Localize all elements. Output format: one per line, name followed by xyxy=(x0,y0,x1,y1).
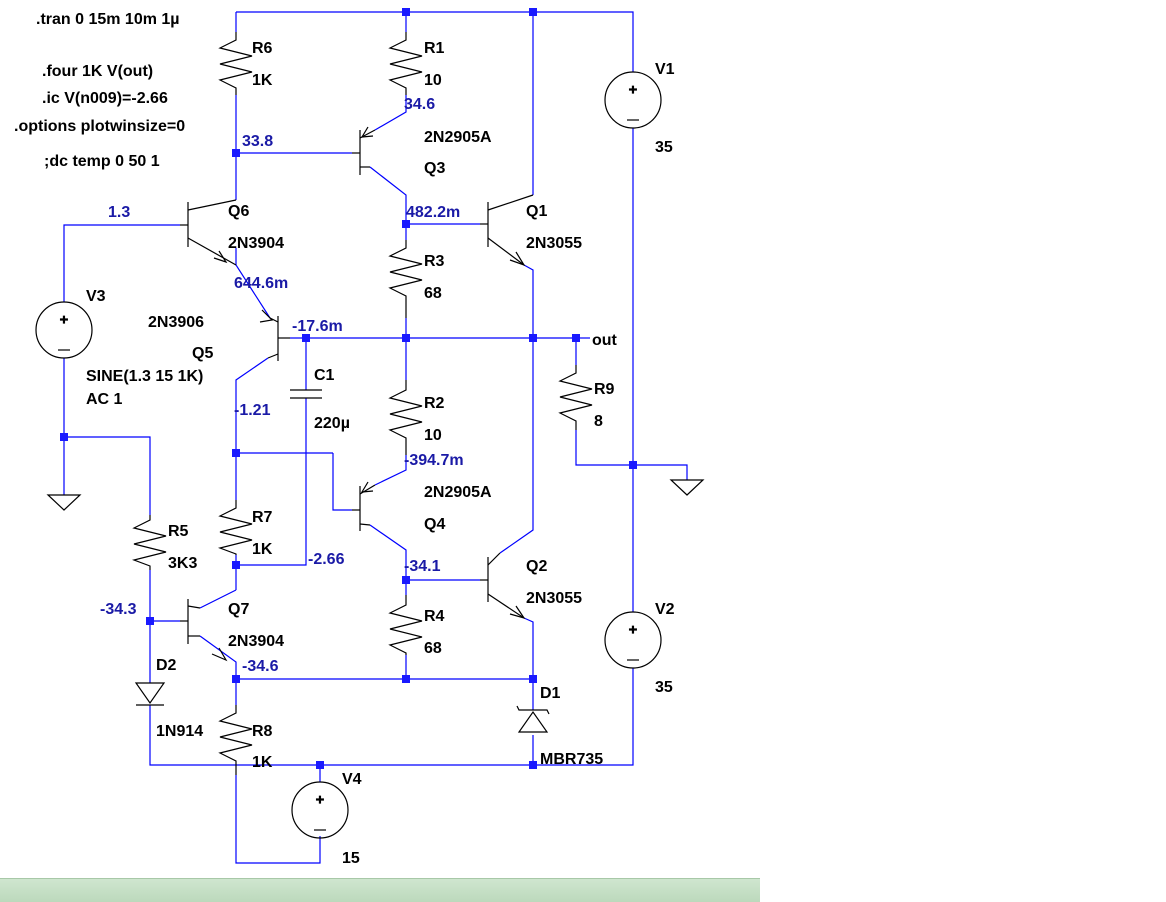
c1-name: C1 xyxy=(314,367,335,384)
d1-model: MBR735 xyxy=(540,751,603,768)
node-voltage-q7-base: -34.3 xyxy=(100,601,137,618)
q1-model: 2N3055 xyxy=(526,235,582,252)
q2-name: Q2 xyxy=(526,558,547,575)
svg-text:+: + xyxy=(316,791,324,807)
v1-name: V1 xyxy=(655,61,675,78)
v3-ac: AC 1 xyxy=(86,391,123,408)
node-voltage-q7-emitter: -34.6 xyxy=(242,658,279,675)
r3-symbol xyxy=(388,240,423,318)
d2-symbol xyxy=(134,682,166,705)
r8-value: 1K xyxy=(252,754,273,771)
v2-value: 35 xyxy=(655,679,673,696)
q5-model: 2N3906 xyxy=(148,314,204,331)
r7-value: 1K xyxy=(252,541,273,558)
v4-name: V4 xyxy=(342,771,362,788)
r4-symbol xyxy=(388,595,423,655)
v4-symbol xyxy=(291,781,349,839)
v2-symbol xyxy=(604,611,662,669)
r9-name: R9 xyxy=(594,381,615,398)
spice-directives: .tran 0 15m 10m 1µ .four 1K V(out) .ic V… xyxy=(14,11,185,170)
r4-value: 68 xyxy=(424,640,442,657)
v2-name: V2 xyxy=(655,601,675,618)
r2-name: R2 xyxy=(424,395,445,412)
status-bar xyxy=(0,878,760,902)
transistor-symbols xyxy=(180,126,534,662)
q6-name: Q6 xyxy=(228,203,249,220)
d2-model: 1N914 xyxy=(156,723,203,740)
v1-value: 35 xyxy=(655,139,673,156)
svg-text:+: + xyxy=(629,81,637,97)
ground-icons xyxy=(46,479,705,511)
q5-name: Q5 xyxy=(192,345,213,362)
r4-name: R4 xyxy=(424,608,445,625)
q7-name: Q7 xyxy=(228,601,249,618)
ground-icon xyxy=(46,494,82,511)
node-voltages: 34.6 33.8 482.2m 1.3 644.6m -17.6m -1.21… xyxy=(100,96,464,675)
r3-value: 68 xyxy=(424,285,442,302)
d1-name: D1 xyxy=(540,685,561,702)
v3-value: SINE(1.3 15 1K) xyxy=(86,368,203,385)
r9-value: 8 xyxy=(594,413,603,430)
junction-dots xyxy=(60,8,637,769)
svg-text:+: + xyxy=(629,621,637,637)
v3-name: V3 xyxy=(86,288,106,305)
ground-icon xyxy=(669,479,705,496)
q2-model: 2N3055 xyxy=(526,590,582,607)
directive-dc-comment: ;dc temp 0 50 1 xyxy=(44,153,160,170)
q1-name: Q1 xyxy=(526,203,547,220)
v4-value: 15 xyxy=(342,850,360,867)
node-voltage-out: -17.6m xyxy=(292,318,343,335)
node-voltage-q1-base: 482.2m xyxy=(406,204,460,221)
r7-symbol xyxy=(217,500,253,555)
node-voltage-q3-base: 33.8 xyxy=(242,133,273,150)
node-voltage-q4-emitter: -394.7m xyxy=(404,452,464,469)
directive-tran: .tran 0 15m 10m 1µ xyxy=(36,11,180,28)
component-labels: R6 1K R1 10 2N2905A Q3 Q1 2N3055 R3 68 Q… xyxy=(86,40,675,867)
r6-value: 1K xyxy=(252,72,273,89)
voltage-sources: + + + + xyxy=(35,71,662,839)
d2-name: D2 xyxy=(156,657,177,674)
node-voltage-q5-collector: -1.21 xyxy=(234,402,271,419)
directive-options: .options plotwinsize=0 xyxy=(14,118,185,135)
node-voltage-q2-base: -34.1 xyxy=(404,558,441,575)
q4-model: 2N2905A xyxy=(424,484,492,501)
v3-symbol xyxy=(35,301,93,359)
r5-symbol xyxy=(131,515,167,570)
c1-value: 220µ xyxy=(314,415,350,432)
r3-name: R3 xyxy=(424,253,445,270)
node-voltage-c1: -2.66 xyxy=(308,551,345,568)
node-voltage-q3-emitter: 34.6 xyxy=(404,96,435,113)
r2-value: 10 xyxy=(424,427,442,444)
d1-symbol xyxy=(517,710,549,733)
r1-value: 10 xyxy=(424,72,442,89)
node-voltage-q6-base: 1.3 xyxy=(108,204,130,221)
q3-name: Q3 xyxy=(424,160,445,177)
r8-name: R8 xyxy=(252,723,273,740)
q3-model: 2N2905A xyxy=(424,129,492,146)
r6-symbol xyxy=(218,32,253,95)
r9-symbol xyxy=(558,365,593,430)
r7-name: R7 xyxy=(252,509,273,526)
resistor-symbols xyxy=(131,32,593,775)
q4-name: Q4 xyxy=(424,516,445,533)
out-net-label: out xyxy=(592,332,618,349)
node-voltage-q6-emitter: 644.6m xyxy=(234,275,288,292)
directive-ic: .ic V(n009)=-2.66 xyxy=(42,90,168,107)
q6-model: 2N3904 xyxy=(228,235,284,252)
svg-text:+: + xyxy=(60,311,68,327)
q7-model: 2N3904 xyxy=(228,633,284,650)
r5-value: 3K3 xyxy=(168,555,197,572)
v1-symbol xyxy=(604,71,662,129)
r8-symbol xyxy=(218,705,253,775)
r5-name: R5 xyxy=(168,523,189,540)
r2-symbol xyxy=(388,380,423,455)
passive-symbols xyxy=(134,389,550,733)
r6-name: R6 xyxy=(252,40,273,57)
r1-name: R1 xyxy=(424,40,445,57)
directive-four: .four 1K V(out) xyxy=(42,63,153,80)
r1-symbol xyxy=(388,32,423,95)
